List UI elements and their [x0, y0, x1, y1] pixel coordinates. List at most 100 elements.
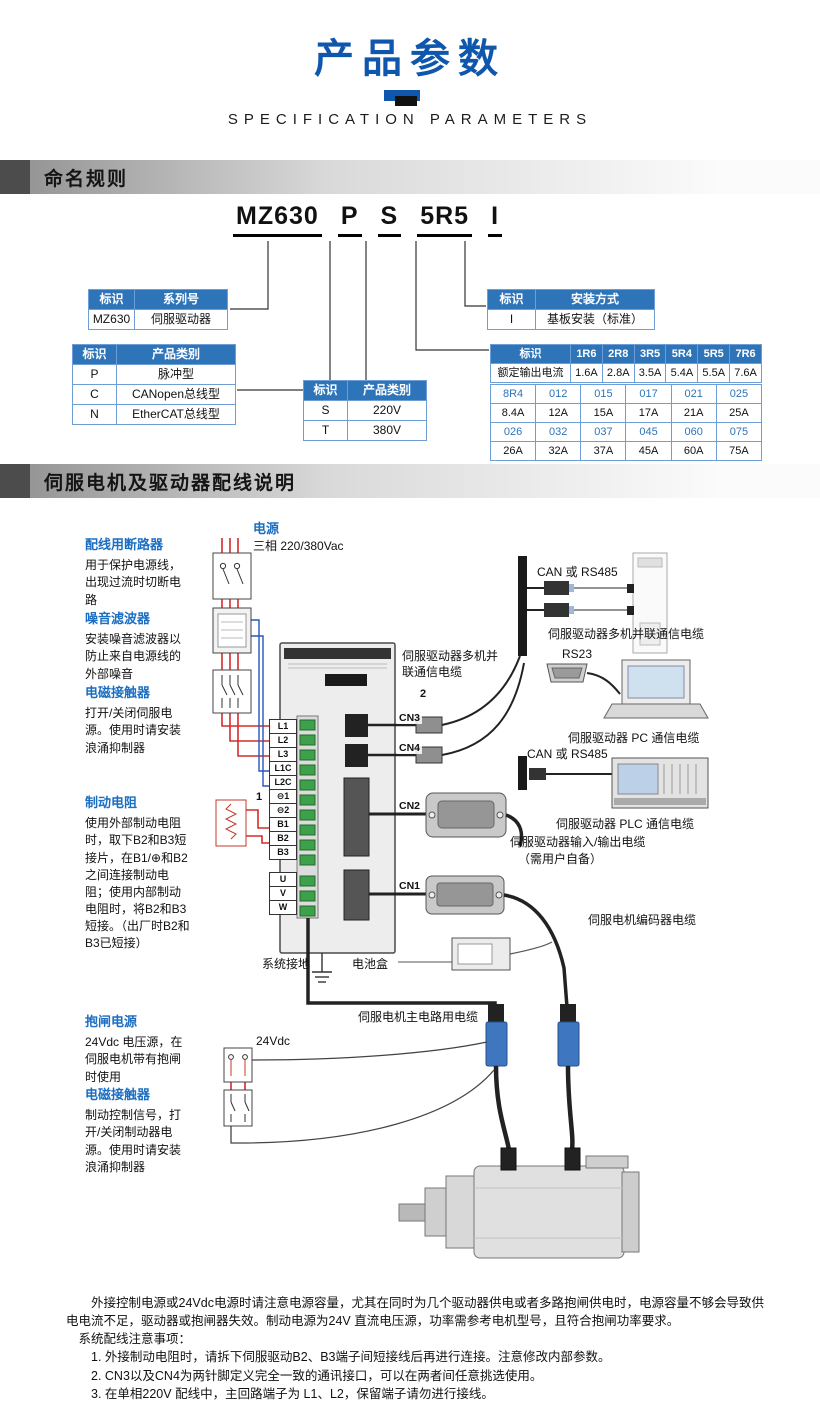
table-cell: 5.5A	[697, 363, 731, 383]
terminal-label: B1	[269, 817, 297, 832]
terminal-label: V	[269, 886, 297, 901]
table-cell: MZ630	[88, 309, 135, 330]
table-cell: 21A	[670, 403, 717, 423]
can-rs485-mid-label: CAN 或 RS485	[527, 747, 608, 761]
table-cell: 32A	[535, 441, 582, 461]
count-marker-2: 2	[420, 688, 427, 700]
pc-cable-graphic	[546, 659, 709, 719]
table-cell: CANopen总线型	[116, 384, 236, 405]
table-cell: I	[487, 309, 536, 330]
table-cell: 025	[715, 384, 763, 404]
note-title: 配线用断路器	[85, 537, 164, 552]
note-resistor: 制动电阻 使用外部制动电阻时，取下B2和B3短接片，在B1/⊕和B2之间连接制动…	[85, 794, 191, 952]
table-cell: N	[72, 404, 117, 425]
io-connector-graphic	[369, 792, 524, 847]
notes-item: 1. 外接制动电阻时，请拆下伺服驱动B2、B3端子间短接线后再进行连接。注意修改…	[91, 1350, 611, 1365]
rs232-label: RS23	[562, 647, 593, 661]
note-breaker: 配线用断路器 用于保护电源线，出现过流时切断电路	[85, 536, 191, 609]
model-code: MZ630 P S 5R5 I	[233, 202, 503, 237]
cn3-label: CN3	[397, 712, 423, 724]
note-title: 电磁接触器	[85, 1087, 151, 1102]
table-cell: 026	[489, 422, 537, 442]
noise-filter-symbol	[212, 607, 252, 654]
terminal-label: L1	[269, 719, 297, 734]
note-desc: 安装噪音滤波器以防止来自电源线的外部噪音	[85, 632, 182, 681]
note-brake-power: 抱闸电源 24Vdc 电压源，在伺服电机带有抱闸时使用	[85, 1013, 191, 1086]
table-cell: P	[72, 364, 117, 385]
table-cell: S	[303, 400, 348, 421]
v24-label: 24Vdc	[256, 1034, 291, 1048]
brake-wires	[230, 1041, 495, 1144]
section-banner-naming: 命名规则	[0, 160, 820, 194]
servo-motor-graphic	[398, 1147, 640, 1259]
cn3-cn4-cables	[368, 655, 525, 764]
note-desc: 打开/关闭伺服电源。使用时请安装浪涌抑制器	[85, 706, 182, 755]
section-banner-wiring: 伺服电机及驱动器配线说明	[0, 464, 820, 498]
banner-chip	[0, 464, 30, 498]
can-rs485-top-label: CAN 或 RS485	[537, 565, 618, 579]
table-cell: 3.5A	[633, 363, 667, 383]
table-header-cell: 标识	[72, 344, 117, 365]
table-header-cell: 5R4	[665, 344, 699, 364]
cn4-label: CN4	[397, 742, 423, 754]
table-header-cell: 标识	[88, 289, 135, 310]
deco-blue-bar	[384, 90, 420, 101]
table-cell: 26A	[489, 441, 537, 461]
note-title: 噪音滤波器	[85, 611, 151, 626]
table-cell: 060	[670, 422, 717, 442]
terminal-label: L3	[269, 747, 297, 762]
notes-heading: 系统配线注意事项：	[78, 1332, 192, 1347]
model-code-voltage: S	[377, 202, 402, 237]
page-title: 产品参数	[314, 37, 506, 81]
wiring-diagram-section: 电源 三相 220/380Vac 配线用断路器 用于保护电源线，出现过流时切断电…	[0, 498, 820, 1288]
note-title: 抱闸电源	[85, 1014, 138, 1029]
terminal-label: L2C	[269, 775, 297, 790]
terminal-label: ⊖1	[269, 789, 297, 804]
section-title-wiring: 伺服电机及驱动器配线说明	[44, 472, 297, 494]
table-cell: 1.6A	[570, 363, 603, 383]
terminal-label: L1C	[269, 761, 297, 776]
note-contactor-1: 电磁接触器 打开/关闭伺服电源。使用时请安装浪涌抑制器	[85, 684, 191, 757]
banner-chip	[0, 160, 30, 194]
table-cell: 7.6A	[729, 363, 762, 383]
note-desc: 使用外部制动电阻时，取下B2和B3短接片，在B1/⊕和B2之间连接制动电阻；使用…	[85, 816, 190, 950]
table-cell: 045	[625, 422, 672, 442]
model-code-type: P	[337, 202, 362, 237]
table-cell: 60A	[670, 441, 717, 461]
contactor-symbol	[212, 669, 252, 714]
motor-cable-connectors	[485, 1004, 580, 1151]
battery-label: 电池盒	[352, 957, 389, 971]
power-wires	[221, 538, 269, 1090]
table-cell: C	[72, 384, 117, 405]
cn1-label: CN1	[397, 880, 423, 892]
note-desc: 用于保护电源线，出现过流时切断电路	[85, 558, 182, 607]
plc-cable-graphic	[518, 756, 709, 809]
table-header-cell: 安装方式	[535, 289, 655, 310]
page-header: 产品参数 SPECIFICATION PARAMETERS	[0, 0, 820, 160]
cn2-label: CN2	[397, 800, 423, 812]
notes-paragraph: 外接控制电源或24Vdc电源时请注意电源容量，尤其在同时为几个驱动器供电或者多路…	[66, 1296, 764, 1329]
table-header-cell: 5R5	[697, 344, 731, 364]
table-cell: 017	[625, 384, 672, 404]
encoder-connector-graphic	[369, 875, 570, 1021]
table-cell: 220V	[347, 400, 427, 421]
brake-power-symbol	[223, 1047, 253, 1083]
table-cell: 12A	[535, 403, 582, 423]
table-cell: 380V	[347, 420, 427, 441]
uvw-terminal-labels: U V W	[269, 872, 297, 915]
table-cell: 021	[670, 384, 717, 404]
table-cell: 25A	[715, 403, 763, 423]
main-cable-label: 伺服电机主电路用电缆	[358, 1010, 479, 1024]
ground-label: 系统接地	[262, 957, 311, 971]
table-cell: 075	[715, 422, 763, 442]
table-cell: 8R4	[489, 384, 537, 404]
model-code-mount: I	[488, 202, 503, 237]
model-code-series: MZ630	[233, 202, 322, 237]
power-desc: 三相 220/380Vac	[253, 538, 344, 553]
terminal-label: W	[269, 900, 297, 915]
table-cell: EtherCAT总线型	[116, 404, 236, 425]
